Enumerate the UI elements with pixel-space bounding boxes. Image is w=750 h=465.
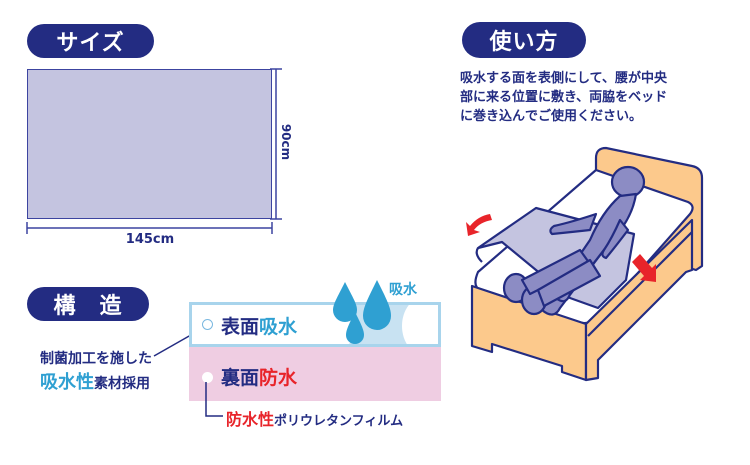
bottom-layer-label: 裏面防水: [221, 367, 298, 389]
callout-line-1: 制菌加工を施した: [40, 351, 152, 367]
usage-heading: 使い方: [462, 22, 586, 58]
bed-illustration: [466, 146, 704, 382]
film-label: 防水性ポリウレタンフィルム: [226, 410, 404, 429]
width-dimension-line: [26, 222, 273, 234]
height-label: 90cm: [279, 123, 293, 161]
bottom-layer: [189, 347, 441, 401]
top-layer-label: 表面吸水: [221, 316, 298, 338]
water-drops-icon: [333, 280, 391, 344]
absorb-label: 吸水: [389, 282, 417, 298]
usage-instructions: 吸水する面を表側にして、腰が中央 部に来る位置に敷き、両脇をベッド に巻き込んで…: [460, 71, 668, 124]
callout-line-2: 吸水性素材採用: [40, 372, 150, 393]
top-layer-dot: [202, 319, 213, 330]
sheet-size-diagram: [27, 69, 272, 219]
width-label: 145cm: [125, 232, 175, 247]
structure-heading: 構 造: [27, 287, 149, 321]
height-dimension-line: [270, 68, 282, 220]
bottom-layer-dot: [202, 372, 213, 383]
film-connector: [205, 382, 223, 417]
size-heading: サイズ: [27, 24, 154, 58]
